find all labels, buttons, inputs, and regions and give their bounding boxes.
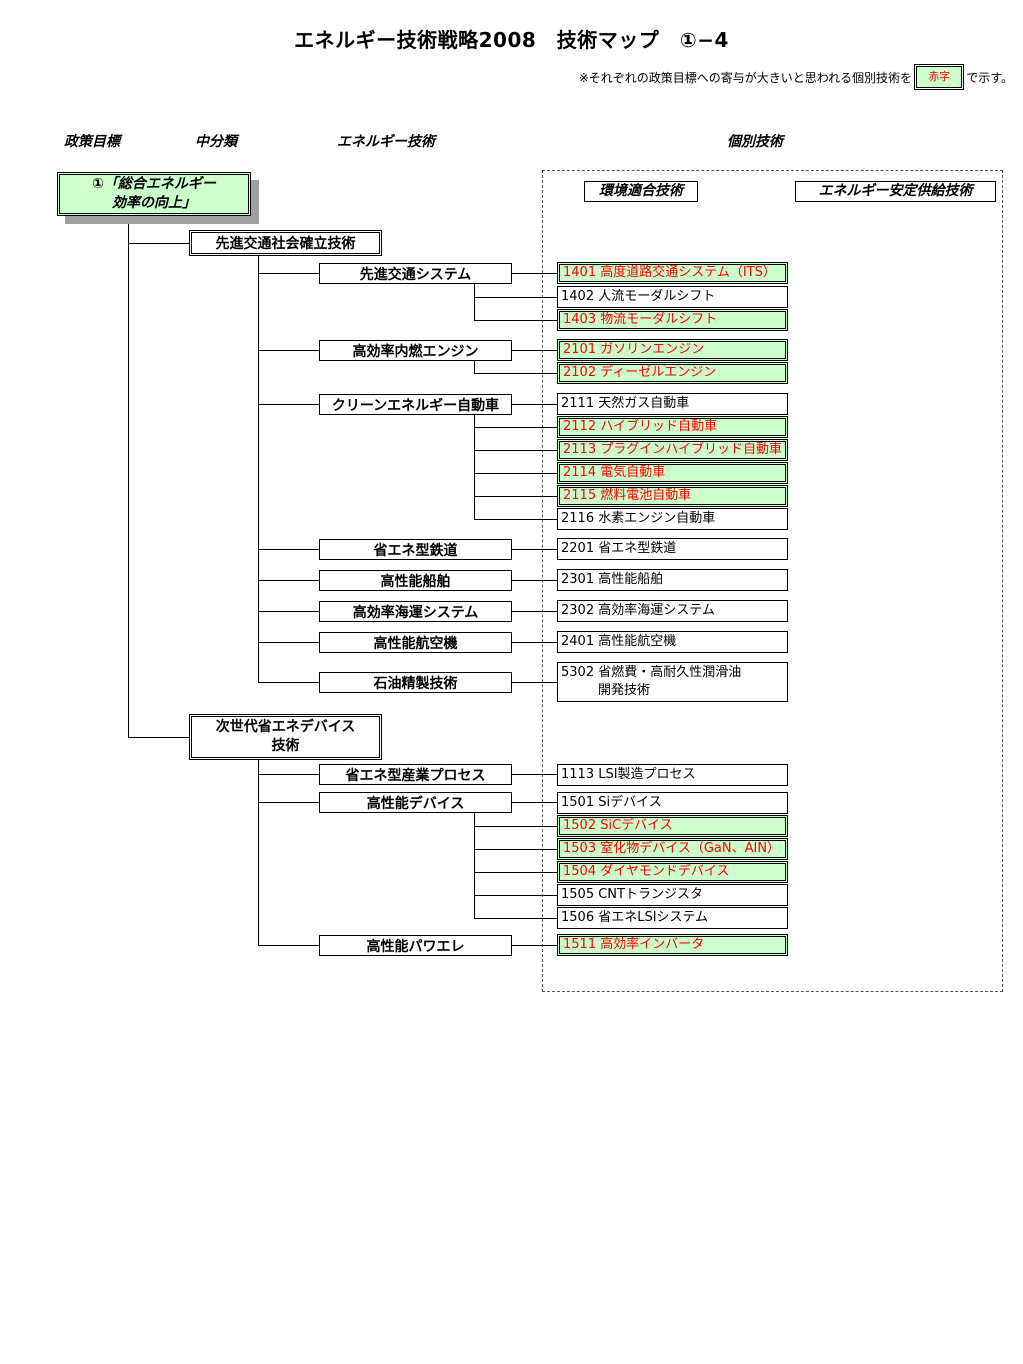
energy-tech-high-performance-ship: 高性能船舶 (319, 570, 512, 591)
column-header-policy-goal: 政策目標 (64, 134, 120, 150)
tech-2401: 2401 高性能航空機 (557, 631, 788, 653)
energy-tech-efficient-shipping-system: 高効率海運システム (319, 601, 512, 622)
column-header-subcategory: 中分類 (195, 134, 237, 150)
tech-2111: 2111 天然ガス自動車 (557, 393, 788, 415)
tech-2115: 2115 燃料電池自動車 (557, 485, 788, 507)
energy-tech-high-performance-device: 高性能デバイス (319, 792, 512, 813)
tech-2102: 2102 ディーゼルエンジン (557, 362, 788, 384)
tech-1511: 1511 高効率インバータ (557, 934, 788, 956)
legend-note-suffix: で示す。 (966, 70, 1013, 85)
energy-tech-advanced-transport-system: 先進交通システム (319, 263, 512, 284)
tech-2302: 2302 高効率海運システム (557, 600, 788, 622)
tech-5302-line1: 5302 省燃費・高耐久性潤滑油 (561, 665, 742, 680)
tech-2301: 2301 高性能船舶 (557, 569, 788, 591)
tech-2116: 2116 水素エンジン自動車 (557, 508, 788, 530)
tech-2201: 2201 省エネ型鉄道 (557, 538, 788, 560)
tech-1503: 1503 窒化物デバイス（GaN、AIN） (557, 838, 788, 860)
subcategory-next-gen-devices-line1: 次世代省エネデバイス (215, 719, 356, 735)
policy-goal-line2: 効率の向上」 (112, 195, 196, 211)
legend-note: ※それぞれの政策目標への寄与が大きいと思われる個別技術を 赤字 で示す。 (578, 64, 1013, 90)
environment-tech-header: 環境適合技術 (584, 181, 698, 202)
tech-1113: 1113 LSI製造プロセス (557, 764, 788, 786)
tech-1505: 1505 CNTトランジスタ (557, 884, 788, 906)
tech-2113: 2113 プラグインハイブリッド自動車 (557, 439, 788, 461)
subcategory-next-gen-devices: 次世代省エネデバイス 技術 (189, 714, 382, 760)
legend-note-prefix: ※それぞれの政策目標への寄与が大きいと思われる個別技術を (578, 70, 913, 85)
tech-1501: 1501 Siデバイス (557, 792, 788, 814)
tech-2112: 2112 ハイブリッド自動車 (557, 416, 788, 438)
supply-tech-header: エネルギー安定供給技術 (795, 181, 996, 202)
policy-goal-line1: ①「総合エネルギー (92, 176, 216, 192)
tech-2101: 2101 ガソリンエンジン (557, 339, 788, 361)
tech-1403: 1403 物流モーダルシフト (557, 309, 788, 331)
tech-5302-line2: 開発技術 (598, 683, 651, 698)
energy-tech-energy-saving-railway: 省エネ型鉄道 (319, 539, 512, 560)
subcategory-advanced-transport: 先進交通社会確立技術 (189, 230, 382, 256)
energy-tech-high-performance-power-electronics: 高性能パワエレ (319, 935, 512, 956)
tech-5302: 5302 省燃費・高耐久性潤滑油 開発技術 (557, 662, 788, 702)
energy-tech-efficient-combustion-engine: 高効率内燃エンジン (319, 340, 512, 361)
tech-2114: 2114 電気自動車 (557, 462, 788, 484)
energy-tech-clean-energy-vehicle: クリーンエネルギー自動車 (319, 394, 512, 415)
page-title: エネルギー技術戦略2008 技術マップ ①−4 (294, 28, 729, 52)
tech-1401: 1401 高度道路交通システム（ITS） (557, 262, 788, 284)
policy-goal-box: ①「総合エネルギー 効率の向上」 (57, 172, 251, 216)
energy-tech-oil-refining: 石油精製技術 (319, 672, 512, 693)
tech-1402: 1402 人流モーダルシフト (557, 286, 788, 308)
column-header-individual-tech: 個別技術 (727, 134, 783, 150)
column-header-energy-tech: エネルギー技術 (337, 134, 435, 150)
subcategory-next-gen-devices-line2: 技術 (271, 738, 300, 754)
energy-tech-energy-saving-industrial-process: 省エネ型産業プロセス (319, 764, 512, 785)
tech-1506: 1506 省エネLSIシステム (557, 907, 788, 929)
legend-swatch: 赤字 (914, 64, 965, 90)
tech-1502: 1502 SiCデバイス (557, 815, 788, 837)
energy-tech-high-performance-aircraft: 高性能航空機 (319, 632, 512, 653)
tech-1504: 1504 ダイヤモンドデバイス (557, 861, 788, 883)
